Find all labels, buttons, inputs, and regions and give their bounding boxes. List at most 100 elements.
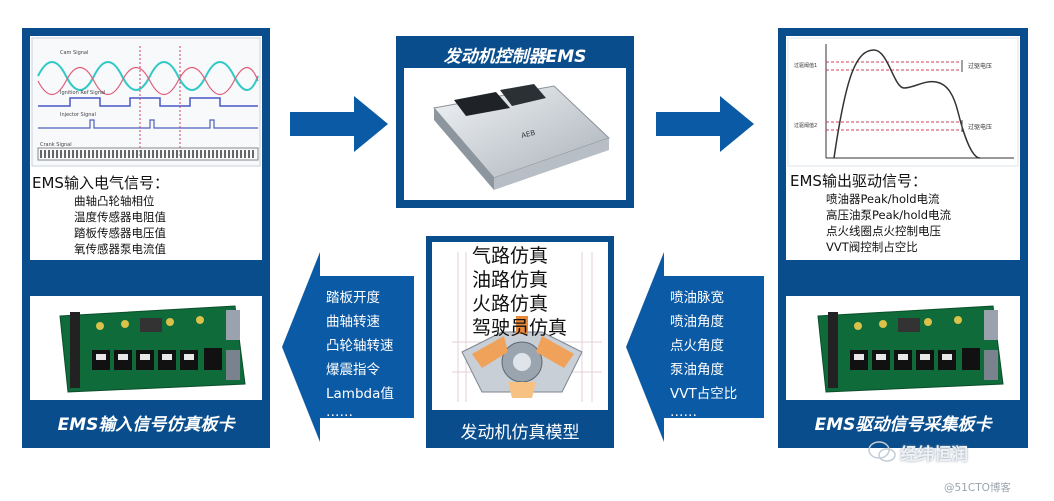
- crank-tooth: [68, 150, 70, 158]
- left-arrow-item: 爆震指令: [326, 358, 394, 382]
- waveform-label-crank: Crank Signal: [40, 142, 72, 148]
- crank-tooth: [84, 150, 86, 158]
- crank-tooth: [144, 150, 146, 158]
- right-arrow-item: ……: [670, 406, 737, 418]
- left-arrow-item: Lambda值: [326, 382, 394, 406]
- crank-tooth: [60, 150, 62, 158]
- right-waveform-card: 过驱电压 过驱电压 过驱阈值1 过驱阈值2 EMS输出驱动信号： 喷油器Peak…: [786, 36, 1020, 260]
- left-waveform-card: Crank Signal Ignition Ref Signal Injecto…: [30, 36, 262, 260]
- model-item: 气路仿真: [472, 244, 567, 268]
- crank-tooth: [248, 150, 250, 158]
- model-image-card: 气路仿真 油路仿真 火路仿真 驾驶员仿真: [432, 242, 608, 410]
- right-signal-item: 高压油泵Peak/hold电流: [826, 207, 951, 223]
- crank-tooth: [104, 150, 106, 158]
- model-caption: 发动机仿真模型: [426, 418, 614, 443]
- crank-tooth: [208, 150, 210, 158]
- crank-tooth: [200, 150, 202, 158]
- ems-controller-image: AEB: [404, 68, 626, 200]
- crank-tooth: [152, 150, 154, 158]
- crank-tooth: [196, 150, 198, 158]
- right-arrow-item: 点火角度: [670, 334, 737, 358]
- crank-tooth: [48, 150, 50, 158]
- left-signal-title: EMS输入电气信号：: [32, 172, 169, 193]
- arrow-right-icon: [290, 96, 388, 152]
- crank-tooth: [56, 150, 58, 158]
- crank-tooth: [236, 150, 238, 158]
- crank-tooth: [240, 150, 242, 158]
- crank-tooth: [92, 150, 94, 158]
- crank-tooth: [80, 150, 82, 158]
- left-signal-item: 曲轴凸轮轴相位: [74, 193, 166, 209]
- crank-tooth: [160, 150, 162, 158]
- waveform-label-cam: Cam Signal: [60, 50, 88, 56]
- crank-tooth: [188, 150, 190, 158]
- crank-tooth: [88, 150, 90, 158]
- ems-title: 发动机控制器EMS: [396, 42, 634, 67]
- left-arrow-item: 凸轮轴转速: [326, 334, 394, 358]
- crank-tooth: [112, 150, 114, 158]
- crank-tooth: [212, 150, 214, 158]
- watermark-site: @51CTO博客: [944, 480, 1011, 495]
- ems-image-card: AEB: [404, 68, 626, 200]
- crank-tooth: [180, 150, 182, 158]
- left-waveform-chart: Crank Signal Ignition Ref Signal Injecto…: [30, 36, 262, 168]
- right-signal-title: EMS输出驱动信号：: [790, 170, 927, 191]
- crank-tooth: [140, 150, 142, 158]
- waveform-label-ign: Ignition Ref Signal: [60, 90, 105, 96]
- right-wave-label: 过驱电压: [968, 62, 992, 70]
- crank-tooth: [44, 150, 46, 158]
- left-signal-item: 踏板传感器电压值: [74, 225, 166, 241]
- right-board-card: [786, 296, 1020, 400]
- crank-tooth: [124, 150, 126, 158]
- left-signal-item: 温度传感器电阻值: [74, 209, 166, 225]
- crank-tooth: [224, 150, 226, 158]
- crank-tooth: [136, 150, 138, 158]
- crank-tooth: [192, 150, 194, 158]
- waveform-label-inj: Injector Signal: [60, 112, 96, 118]
- crank-tooth: [176, 150, 178, 158]
- crank-tooth: [72, 150, 74, 158]
- crank-tooth: [100, 150, 102, 158]
- right-arrow-item: VVT占空比: [670, 382, 737, 406]
- wechat-icon: [868, 440, 896, 464]
- right-signal-item: 点火线圈点火控制电压: [826, 223, 951, 239]
- crank-tooth: [148, 150, 150, 158]
- crank-tooth: [252, 150, 254, 158]
- crank-tooth: [168, 150, 170, 158]
- right-panel-caption: EMS驱动信号采集板卡: [778, 410, 1028, 435]
- crank-tooth: [120, 150, 122, 158]
- right-waveform-chart: 过驱电压 过驱电压 过驱阈值1 过驱阈值2: [786, 36, 1020, 168]
- right-wave-label: 过驱电压: [968, 123, 992, 131]
- model-item: 火路仿真: [472, 292, 567, 316]
- right-signal-item: 喷油器Peak/hold电流: [826, 191, 951, 207]
- left-arrow-item: 曲轴转速: [326, 310, 394, 334]
- right-wave-label: 过驱阈值2: [794, 122, 817, 129]
- left-panel-caption: EMS输入信号仿真板卡: [22, 410, 270, 435]
- crank-tooth: [164, 150, 166, 158]
- crank-tooth: [220, 150, 222, 158]
- crank-tooth: [76, 150, 78, 158]
- left-arrow-item: 踏板开度: [326, 286, 394, 310]
- crank-tooth: [96, 150, 98, 158]
- right-signal-list: 喷油器Peak/hold电流 高压油泵Peak/hold电流 点火线圈点火控制电…: [826, 191, 951, 255]
- crank-tooth: [116, 150, 118, 158]
- crank-tooth: [132, 150, 134, 158]
- left-signal-item: 氧传感器泵电流值: [74, 241, 166, 257]
- right-wave-label: 过驱阈值1: [794, 62, 817, 69]
- crank-tooth: [64, 150, 66, 158]
- left-arrow-list: 踏板开度 曲轴转速 凸轮轴转速 爆震指令 Lambda值 ……: [326, 286, 394, 418]
- model-list: 气路仿真 油路仿真 火路仿真 驾驶员仿真: [472, 244, 567, 340]
- crank-tooth: [40, 150, 42, 158]
- right-arrow-item: 喷油角度: [670, 310, 737, 334]
- crank-tooth: [108, 150, 110, 158]
- crank-tooth: [244, 150, 246, 158]
- right-arrow-item: 喷油脉宽: [670, 286, 737, 310]
- crank-tooth: [232, 150, 234, 158]
- right-arrow-item: 泵油角度: [670, 358, 737, 382]
- model-item: 驾驶员仿真: [472, 316, 567, 340]
- left-signal-list: 曲轴凸轮轴相位 温度传感器电阻值 踏板传感器电压值 氧传感器泵电流值: [74, 193, 166, 257]
- crank-tooth: [128, 150, 130, 158]
- watermark-logo: 经纬恒润: [900, 440, 968, 465]
- circuit-board-image: [786, 296, 1020, 400]
- arrow-right-icon: [656, 96, 754, 152]
